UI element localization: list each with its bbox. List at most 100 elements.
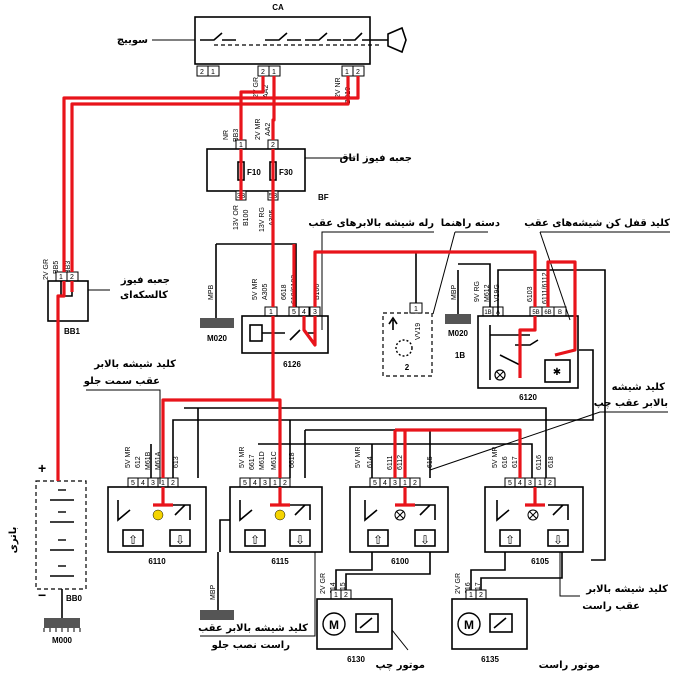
switch-contact-4 (343, 32, 370, 41)
motor-housing (451, 598, 528, 650)
svg-text:4: 4 (302, 309, 306, 316)
svg-text:5: 5 (373, 480, 377, 487)
switch-code: 6105 (531, 557, 549, 566)
switch-6110-label-1: کلید شیشه بالابر (93, 359, 176, 370)
relay-housing (241, 315, 329, 354)
svg-text:1: 1 (273, 480, 277, 487)
switch-6105-label-1: کلید شیشه بالابر (585, 584, 668, 595)
ground-m000-label: M000 (52, 636, 73, 645)
switch-label: سوییچ (117, 35, 148, 46)
wire-label: MBP (210, 585, 217, 601)
svg-text:2: 2 (70, 274, 74, 281)
svg-text:5: 5 (292, 309, 296, 316)
wire-label: M61D (259, 451, 266, 470)
fuse-f10-label: F10 (247, 168, 261, 177)
svg-text:2: 2 (283, 480, 287, 487)
svg-text:1: 1 (211, 69, 215, 76)
switch-6100-label-1: کلید شیشه (612, 382, 666, 393)
wire-label: 2V GR (455, 573, 462, 594)
svg-text:2: 2 (171, 480, 175, 487)
wire-label: 5V MR (355, 447, 362, 468)
wire-label: 6116 (536, 455, 543, 470)
wire-label: BB3 (233, 129, 240, 142)
wire-label: 6618 (281, 284, 288, 300)
wire-label: 2V GR (253, 77, 260, 98)
svg-text:2: 2 (413, 480, 417, 487)
switch-pin (207, 65, 220, 77)
switch-housing (229, 486, 323, 553)
handle-code: 2 (405, 363, 410, 372)
svg-text:1: 1 (414, 306, 418, 313)
wire-label: AA2 (265, 123, 272, 136)
svg-text:2: 2 (261, 69, 265, 76)
cabin-fusebox: NR BB3 2V MR AA2 1 2 F10 F30 3B 5B 13V O… (206, 119, 412, 232)
svg-text:1: 1 (538, 480, 542, 487)
ground-icon (200, 610, 234, 620)
handle-label: دسته راهنما (441, 218, 500, 229)
wire-label: 615 (340, 582, 347, 594)
wire-label: 612 (135, 456, 142, 468)
fuse-f30-label: F30 (279, 168, 293, 177)
svg-text:1: 1 (59, 274, 63, 281)
wire-label: B100 (243, 210, 250, 226)
battery-code: BB0 (66, 594, 83, 603)
relay-ground-label: M020 (207, 334, 228, 343)
svg-text:2: 2 (356, 69, 360, 76)
wire-label: 5V MR (492, 447, 499, 468)
svg-text:1: 1 (334, 592, 338, 599)
switch-housing (349, 486, 449, 553)
up-arrow-icon: ⇧ (250, 533, 260, 547)
bus-wire (258, 443, 533, 478)
switch-housing (107, 486, 207, 553)
wire-label: 616 (465, 582, 472, 594)
wire-label: 618 (548, 456, 555, 468)
bus-wire (172, 349, 594, 478)
lock-housing (477, 315, 579, 389)
svg-text:3: 3 (393, 480, 397, 487)
wire-label: 5V MR (125, 447, 132, 468)
motor-wire (335, 552, 431, 590)
handle-ground-label: M020 (448, 329, 469, 338)
wire-label: 2V MR (255, 119, 262, 140)
up-arrow-icon: ⇧ (128, 533, 138, 547)
svg-text:1: 1 (272, 69, 276, 76)
motor-wire (470, 552, 563, 590)
wire-label: 6111 (387, 455, 394, 470)
svg-text:✱: ✱ (553, 367, 561, 378)
wire-label: B100 (314, 284, 321, 300)
rear-window-relay: 5V MR A305 6618 610/6103 B100 1 5 4 3 61… (200, 218, 434, 369)
bb1-housing (47, 280, 89, 322)
battery-housing (35, 480, 87, 590)
down-arrow-icon: ⇩ (295, 533, 305, 547)
wire-label: BB5 (53, 261, 60, 274)
wire-label: 615 (427, 456, 434, 468)
wire-label: 5V MR (252, 279, 259, 300)
svg-text:2: 2 (344, 592, 348, 599)
svg-text:1B: 1B (484, 310, 491, 316)
wire-label: 614 (367, 456, 374, 468)
motor-code: 6135 (481, 655, 499, 664)
battery-minus: − (38, 587, 46, 603)
switch-code: 6110 (148, 557, 166, 566)
ground-icon (200, 318, 234, 328)
svg-text:1: 1 (345, 69, 349, 76)
svg-text:4: 4 (383, 480, 387, 487)
wire-label: 613 (173, 456, 180, 468)
switch-6100-label-2: بالابر عقب چپ (594, 398, 668, 409)
svg-text:1: 1 (469, 592, 473, 599)
lamp-icon (274, 509, 286, 521)
wire-label: M61A (155, 451, 162, 470)
wire-label: BB3 (65, 261, 72, 274)
wire-label: 617 (475, 582, 482, 594)
wire-label: 2V GR (320, 573, 327, 594)
bb1-label-line1: جعبه فیوز (120, 275, 170, 286)
svg-text:4: 4 (518, 480, 522, 487)
svg-text:5B: 5B (532, 310, 539, 316)
wire-label: AA2 (263, 85, 270, 98)
svg-text:3: 3 (263, 480, 267, 487)
